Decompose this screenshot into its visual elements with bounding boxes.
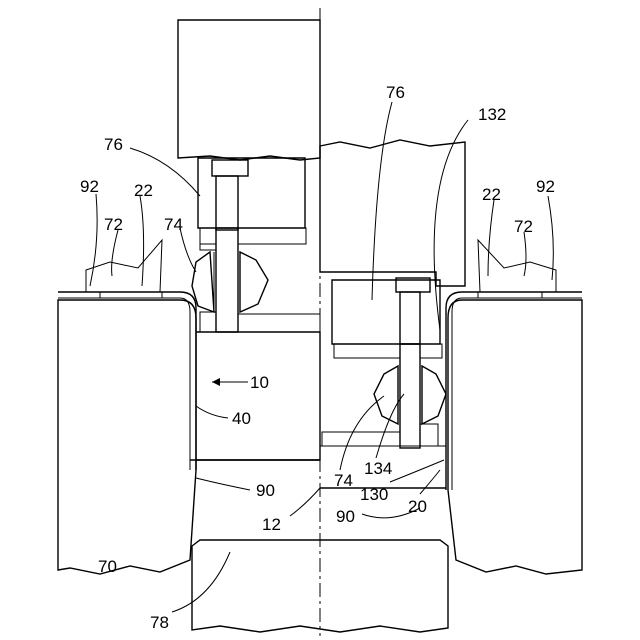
upper-holder-right [320,140,465,286]
label-76-left: 76 [104,135,123,154]
plates-right-upper [334,344,442,358]
label-130: 130 [360,485,388,504]
label-74-left: 74 [164,215,183,234]
die-right [448,300,582,574]
label-92-right: 92 [536,177,555,196]
label-10: 10 [250,373,269,392]
reference-numerals: 76 76 132 92 22 72 74 22 92 72 10 40 90 … [80,83,555,632]
die-left [58,300,196,574]
label-76-right: 76 [386,83,405,102]
label-20: 20 [408,497,427,516]
label-40: 40 [232,409,251,428]
label-132: 132 [478,105,506,124]
label-22-left: 22 [134,181,153,200]
sheet-right [446,240,582,490]
bearing-right [374,366,446,424]
upper-holder-left [178,20,320,160]
label-22-right: 22 [482,185,501,204]
label-90-right: 90 [336,507,355,526]
holder-block-left [198,158,305,230]
pin-right [400,344,420,448]
workpiece-left [190,332,320,460]
label-12: 12 [262,515,281,534]
holder-block-right [332,278,440,344]
pin-left [216,228,238,332]
label-78: 78 [150,613,169,632]
label-70: 70 [98,557,117,576]
sheet-left [58,240,196,470]
plates-left-upper [200,228,306,250]
arrow-label-10 [212,378,220,386]
label-72-left: 72 [104,215,123,234]
label-72-right: 72 [514,217,533,236]
leader-lines [90,102,553,612]
label-134: 134 [364,459,392,478]
label-92-left: 92 [80,177,99,196]
label-90-left: 90 [256,481,275,500]
bearing-left [192,252,268,312]
plates-left-lower [200,312,320,332]
label-74-right: 74 [334,471,353,490]
